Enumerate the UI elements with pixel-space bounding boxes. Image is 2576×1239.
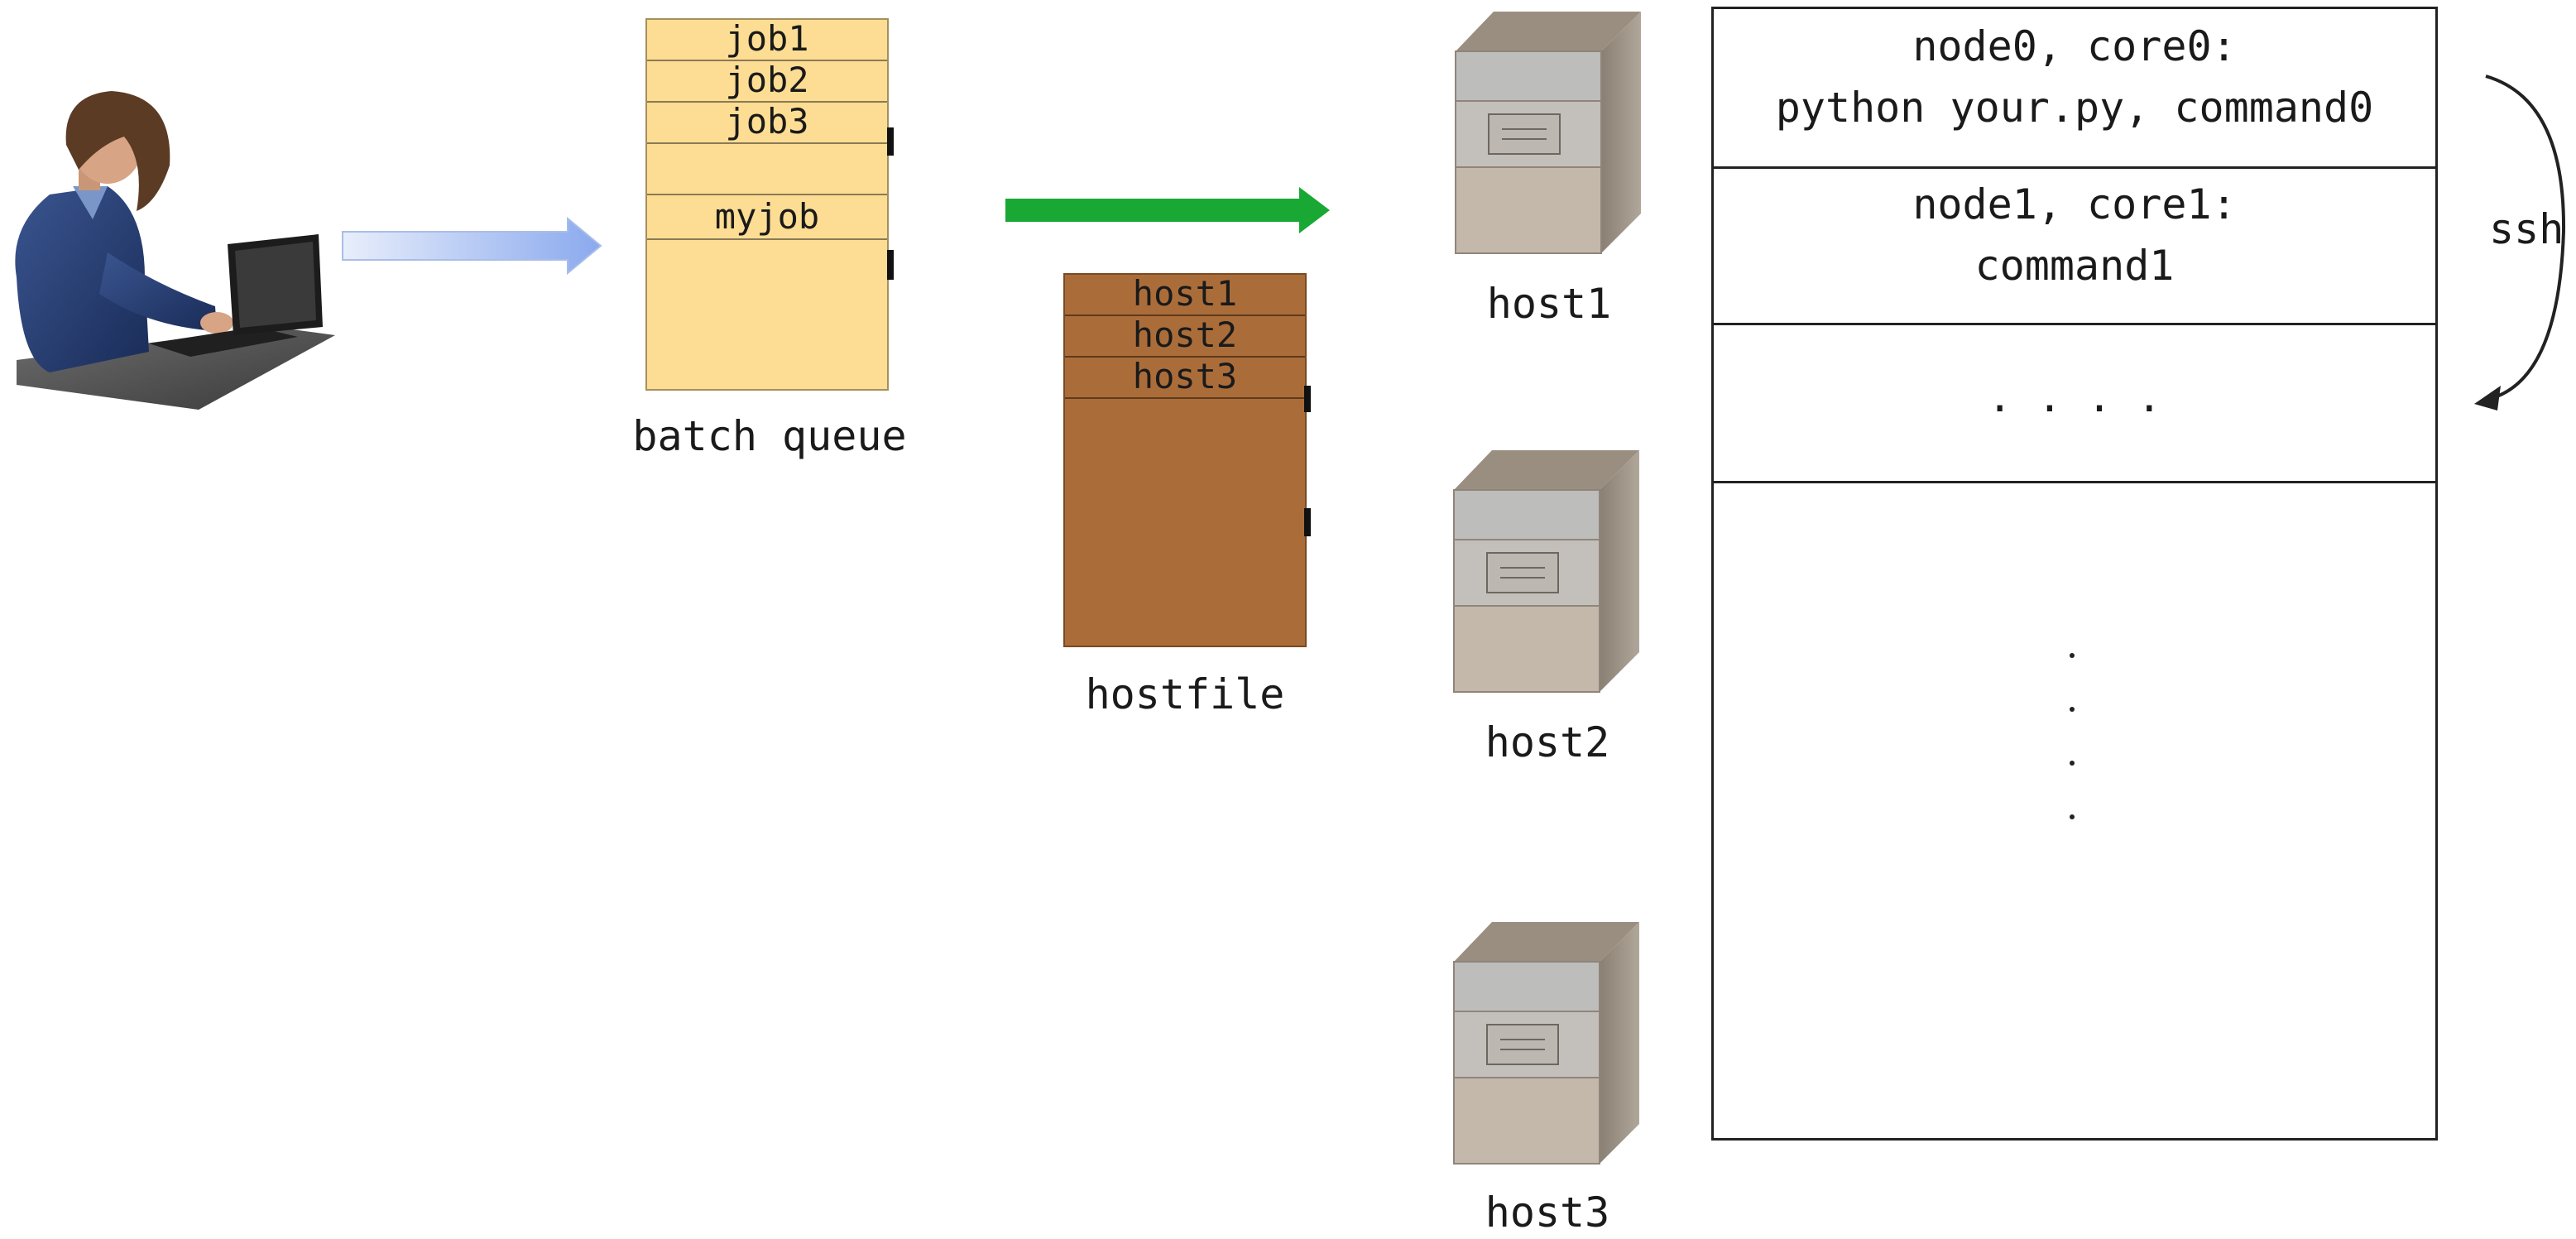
queue-empty-row <box>647 144 887 195</box>
host3-label: host3 <box>1485 1189 1610 1237</box>
queue-job-row: job3 <box>647 103 887 144</box>
vertical-ellipsis-dot <box>2070 653 2075 658</box>
queue-tab-marker <box>887 250 894 280</box>
process-row-ellipsis: . . . . <box>1714 325 2435 483</box>
queue-job-row: job1 <box>647 20 887 61</box>
core1-header: node1, core1: <box>1912 180 2237 228</box>
host2-label: host2 <box>1485 718 1610 766</box>
server-host1-icon <box>1455 12 1641 254</box>
dispatch-arrow <box>1005 187 1330 233</box>
ssh-curved-arrow <box>2474 74 2566 411</box>
batch-queue-stack: job1 job2 job3 myjob <box>645 18 889 391</box>
host1-label: host1 <box>1486 280 1612 328</box>
process-row-remaining <box>1714 483 2435 1137</box>
queue-tab-marker <box>887 127 894 156</box>
server-host3-icon <box>1453 922 1639 1165</box>
hostfile-tab-marker <box>1304 508 1311 536</box>
queue-job-row: myjob <box>647 195 887 240</box>
vertical-ellipsis-dot <box>2070 761 2075 766</box>
hostfile-entry-row: host3 <box>1065 358 1305 399</box>
process-row-core0: node0, core0: python your.py, command0 <box>1714 9 2435 169</box>
ssh-label: ssh <box>2489 205 2564 253</box>
hostfile-label: hostfile <box>1085 670 1285 718</box>
vertical-ellipsis-dot <box>2070 814 2075 819</box>
vertical-ellipsis-dot <box>2070 707 2075 712</box>
process-row-core1: node1, core1: command1 <box>1714 169 2435 325</box>
submit-arrow <box>342 217 602 275</box>
hostfile-stack: host1 host2 host3 <box>1063 273 1307 647</box>
core0-header: node0, core0: <box>1912 22 2237 70</box>
ellipsis-text: . . . . <box>1987 373 2162 421</box>
user-at-laptop-illustration <box>15 91 335 410</box>
queue-job-row: job2 <box>647 61 887 103</box>
server-host2-icon <box>1453 450 1639 693</box>
core0-command: python your.py, command0 <box>1775 84 2374 132</box>
batch-queue-label: batch queue <box>632 412 907 460</box>
core1-command: command1 <box>1974 242 2175 290</box>
hostfile-entry-row: host2 <box>1065 316 1305 358</box>
process-panel: node0, core0: python your.py, command0 n… <box>1711 7 2438 1141</box>
hostfile-tab-marker <box>1304 386 1311 412</box>
hostfile-entry-row: host1 <box>1065 275 1305 316</box>
